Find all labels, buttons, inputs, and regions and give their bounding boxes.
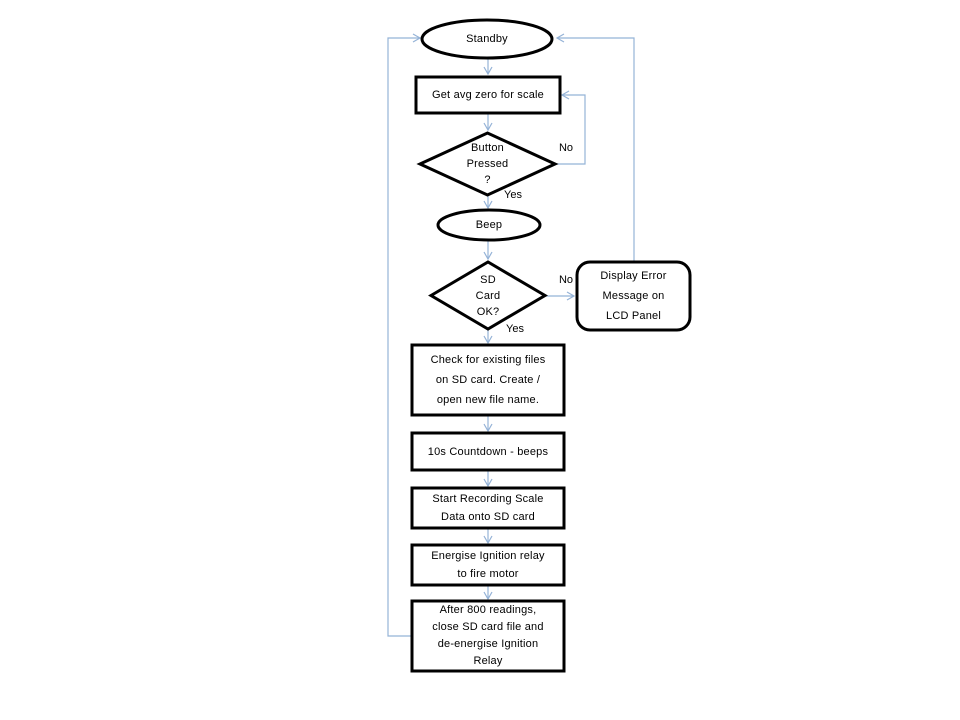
edge-after800-to-standby bbox=[387, 33, 422, 637]
node-after-800-shape bbox=[410, 599, 566, 673]
node-button-pressed-shape bbox=[416, 131, 559, 197]
node-get-avg-zero-shape bbox=[414, 75, 562, 115]
edge-error-to-standby bbox=[555, 33, 635, 262]
node-energise-ignition-shape bbox=[410, 543, 566, 587]
node-countdown-shape bbox=[410, 431, 566, 472]
node-display-error-shape bbox=[575, 260, 692, 332]
node-beep-shape bbox=[436, 208, 542, 242]
node-standby-shape bbox=[420, 18, 554, 60]
node-check-files-shape bbox=[410, 343, 566, 417]
node-sd-card-ok-shape bbox=[428, 260, 548, 331]
node-start-recording-shape bbox=[410, 486, 566, 530]
edge-button-no-loop bbox=[555, 90, 586, 165]
